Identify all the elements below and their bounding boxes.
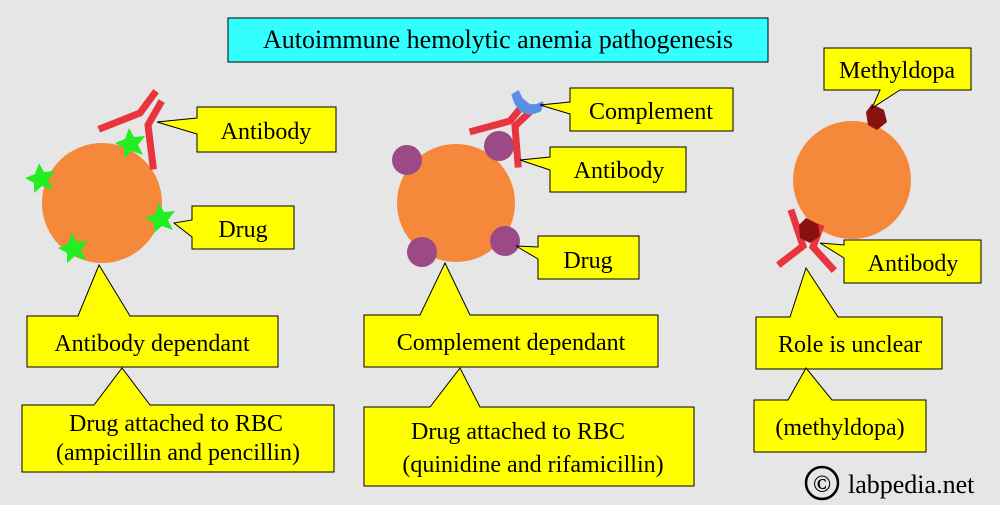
title-box bbox=[227, 17, 769, 63]
drug-star bbox=[25, 163, 55, 193]
callout-antibody-label: Antibody bbox=[868, 251, 959, 277]
panel-role-unclear: Methyldopa Antibody Role is unclear (met… bbox=[753, 47, 982, 453]
callout-drug-label: Drug bbox=[563, 248, 612, 274]
methyldopa-shape bbox=[799, 218, 820, 243]
callout-mechanism bbox=[363, 261, 659, 368]
callout-antibody-label: Antibody bbox=[221, 119, 312, 145]
callout-detail bbox=[753, 367, 927, 453]
callout-drug bbox=[515, 235, 640, 280]
detail-line-1: (methyldopa) bbox=[775, 415, 904, 441]
callout-antibody bbox=[156, 106, 337, 153]
mechanism-label: Complement dependant bbox=[397, 330, 626, 356]
drug-star bbox=[115, 128, 145, 158]
callout-methyldopa bbox=[823, 47, 972, 110]
watermark: © labpedia.net bbox=[804, 465, 975, 501]
drug-circle bbox=[392, 145, 422, 175]
callout-antibody-label: Antibody bbox=[574, 158, 665, 184]
detail-line-2: (quinidine and rifamicillin) bbox=[402, 452, 663, 478]
panel-antibody-dependant: Antibody Drug Antibody dependant Drug at… bbox=[21, 89, 337, 473]
detail-line-2: (ampicillin and pencillin) bbox=[56, 440, 300, 466]
methyldopa-shape bbox=[866, 104, 887, 130]
callout-antibody bbox=[519, 146, 687, 193]
callout-drug-label: Drug bbox=[218, 217, 267, 243]
callout-detail bbox=[363, 367, 695, 487]
complement-shape bbox=[511, 90, 544, 115]
red-blood-cell bbox=[397, 144, 515, 262]
red-blood-cell bbox=[42, 143, 162, 263]
detail-line-1: Drug attached to RBC bbox=[411, 419, 625, 445]
panel-complement-dependant: Complement Antibody Drug Complement depe… bbox=[363, 87, 734, 487]
diagram-title: Autoimmune hemolytic anemia pathogenesis bbox=[263, 25, 733, 54]
drug-circle bbox=[484, 131, 514, 161]
mechanism-label: Role is unclear bbox=[778, 332, 922, 358]
drug-star bbox=[145, 203, 175, 233]
callout-mechanism bbox=[755, 266, 943, 370]
drug-circle bbox=[407, 237, 437, 267]
callout-complement bbox=[539, 87, 734, 132]
drug-circle bbox=[490, 226, 520, 256]
callout-mechanism bbox=[26, 263, 279, 368]
callout-drug bbox=[172, 205, 295, 250]
watermark-text: labpedia.net bbox=[848, 470, 975, 499]
callout-methyldopa-label: Methyldopa bbox=[839, 58, 955, 84]
mechanism-label: Antibody dependant bbox=[54, 331, 250, 357]
callout-detail bbox=[21, 367, 335, 473]
drug-star bbox=[58, 233, 88, 263]
copyright-icon bbox=[804, 465, 840, 501]
red-blood-cell bbox=[793, 121, 911, 239]
callout-antibody bbox=[819, 239, 982, 284]
detail-line-1: Drug attached to RBC bbox=[69, 411, 283, 437]
antibody-shape bbox=[97, 89, 165, 170]
callout-complement-label: Complement bbox=[589, 99, 713, 125]
copyright-symbol: © bbox=[813, 472, 831, 498]
